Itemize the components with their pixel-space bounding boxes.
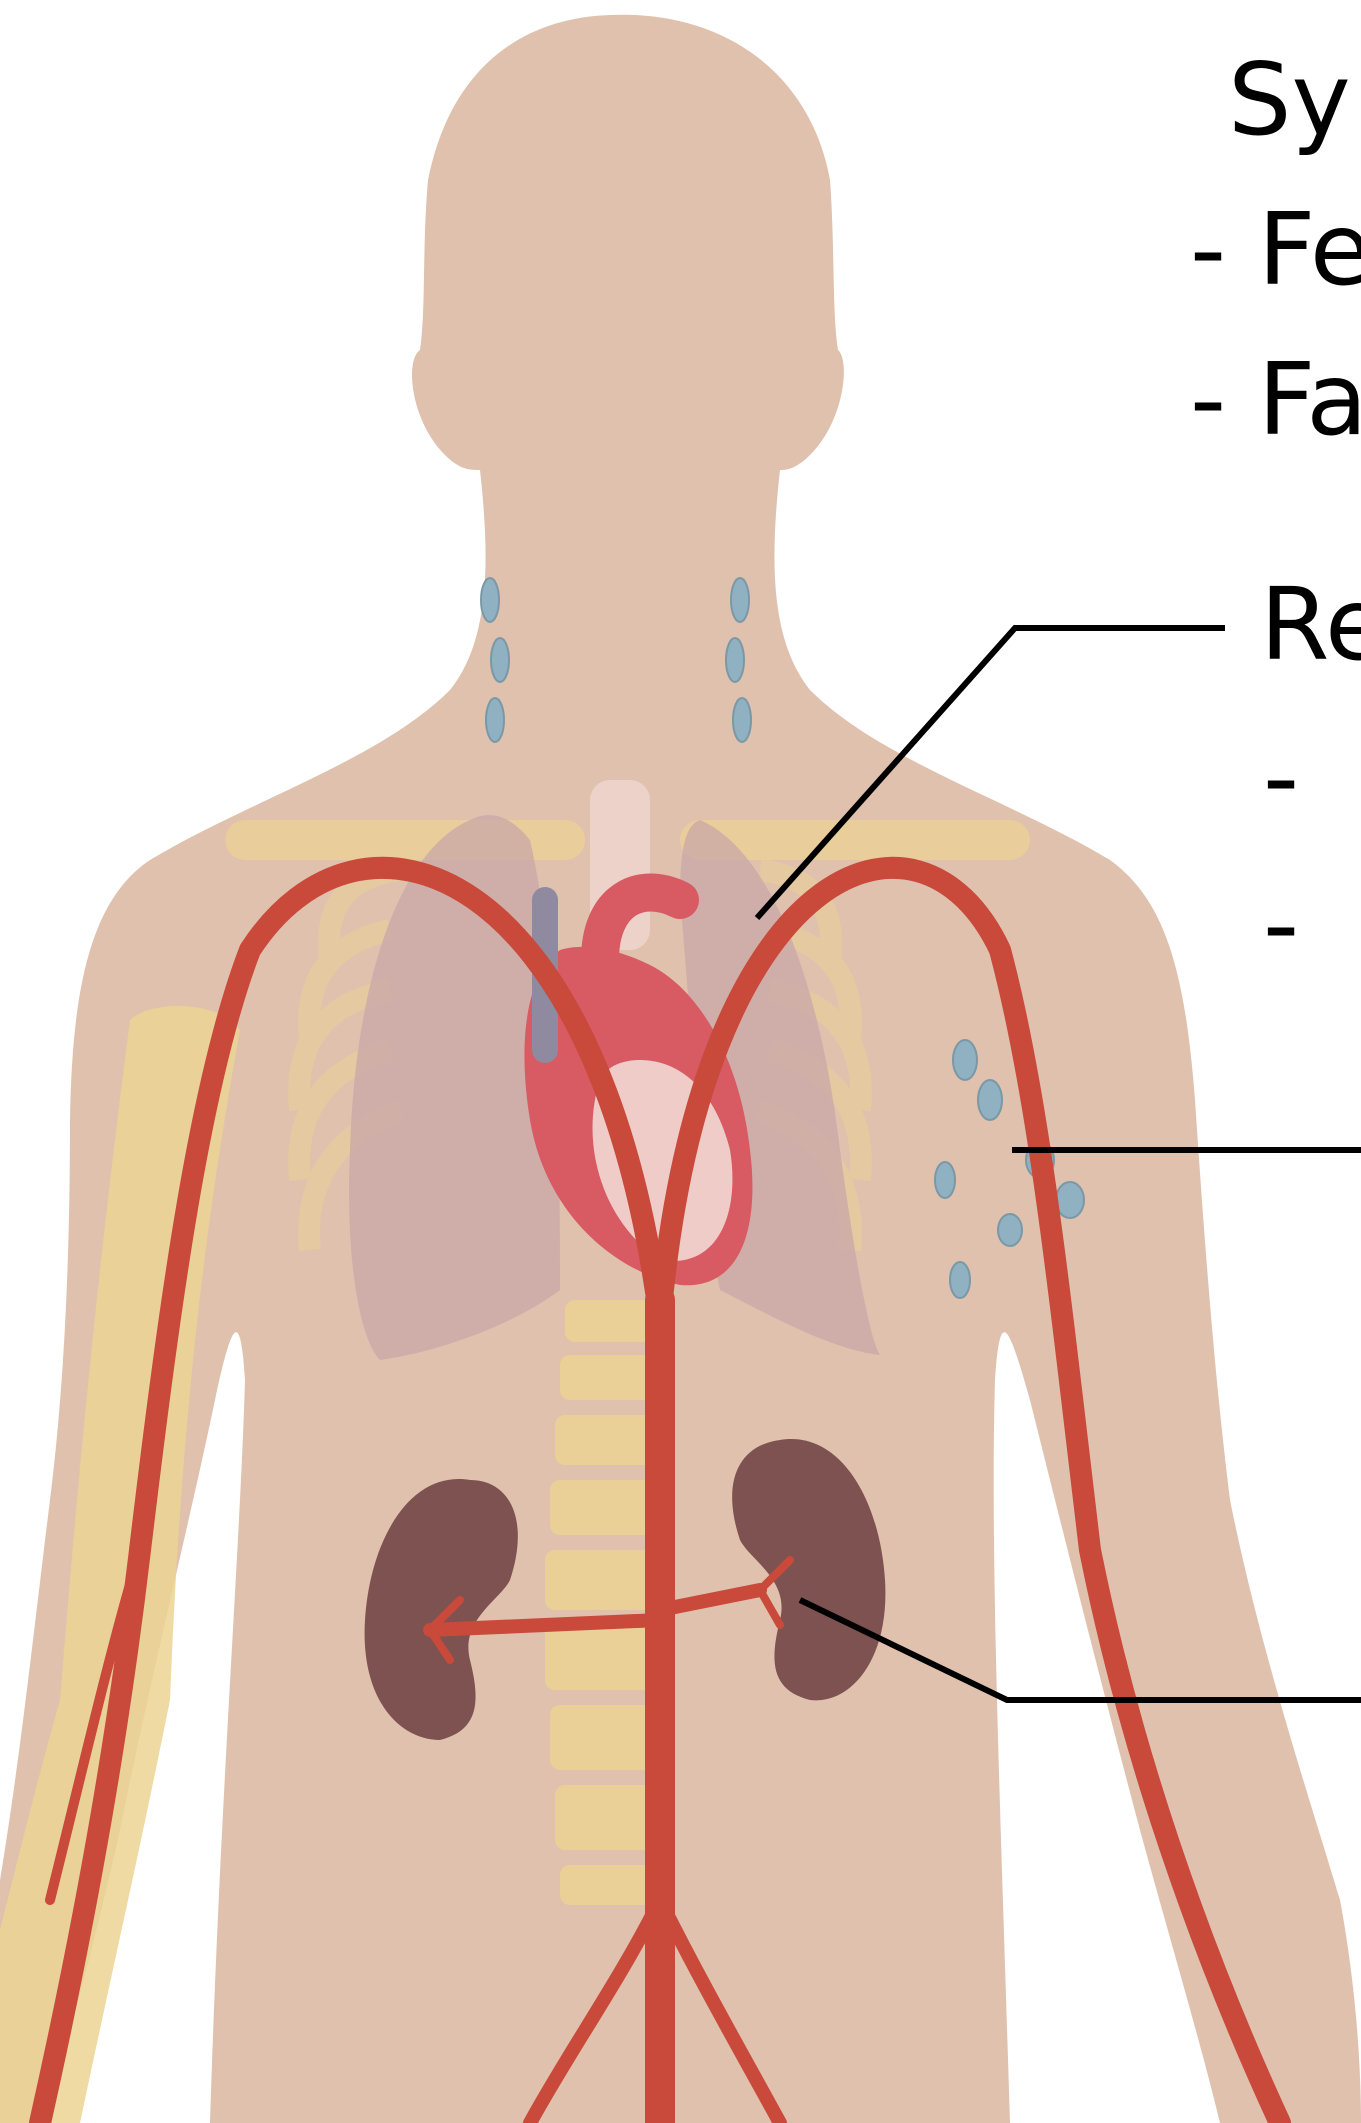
systemic-title: Sy [1228,50,1351,150]
respiratory-title: Re [1260,575,1361,675]
respiratory-item-1: - [1263,728,1299,828]
systemic-item-1: - Fe [1190,200,1361,300]
respiratory-item-2: - [1263,875,1299,975]
systemic-item-2: - Fa [1190,350,1361,450]
